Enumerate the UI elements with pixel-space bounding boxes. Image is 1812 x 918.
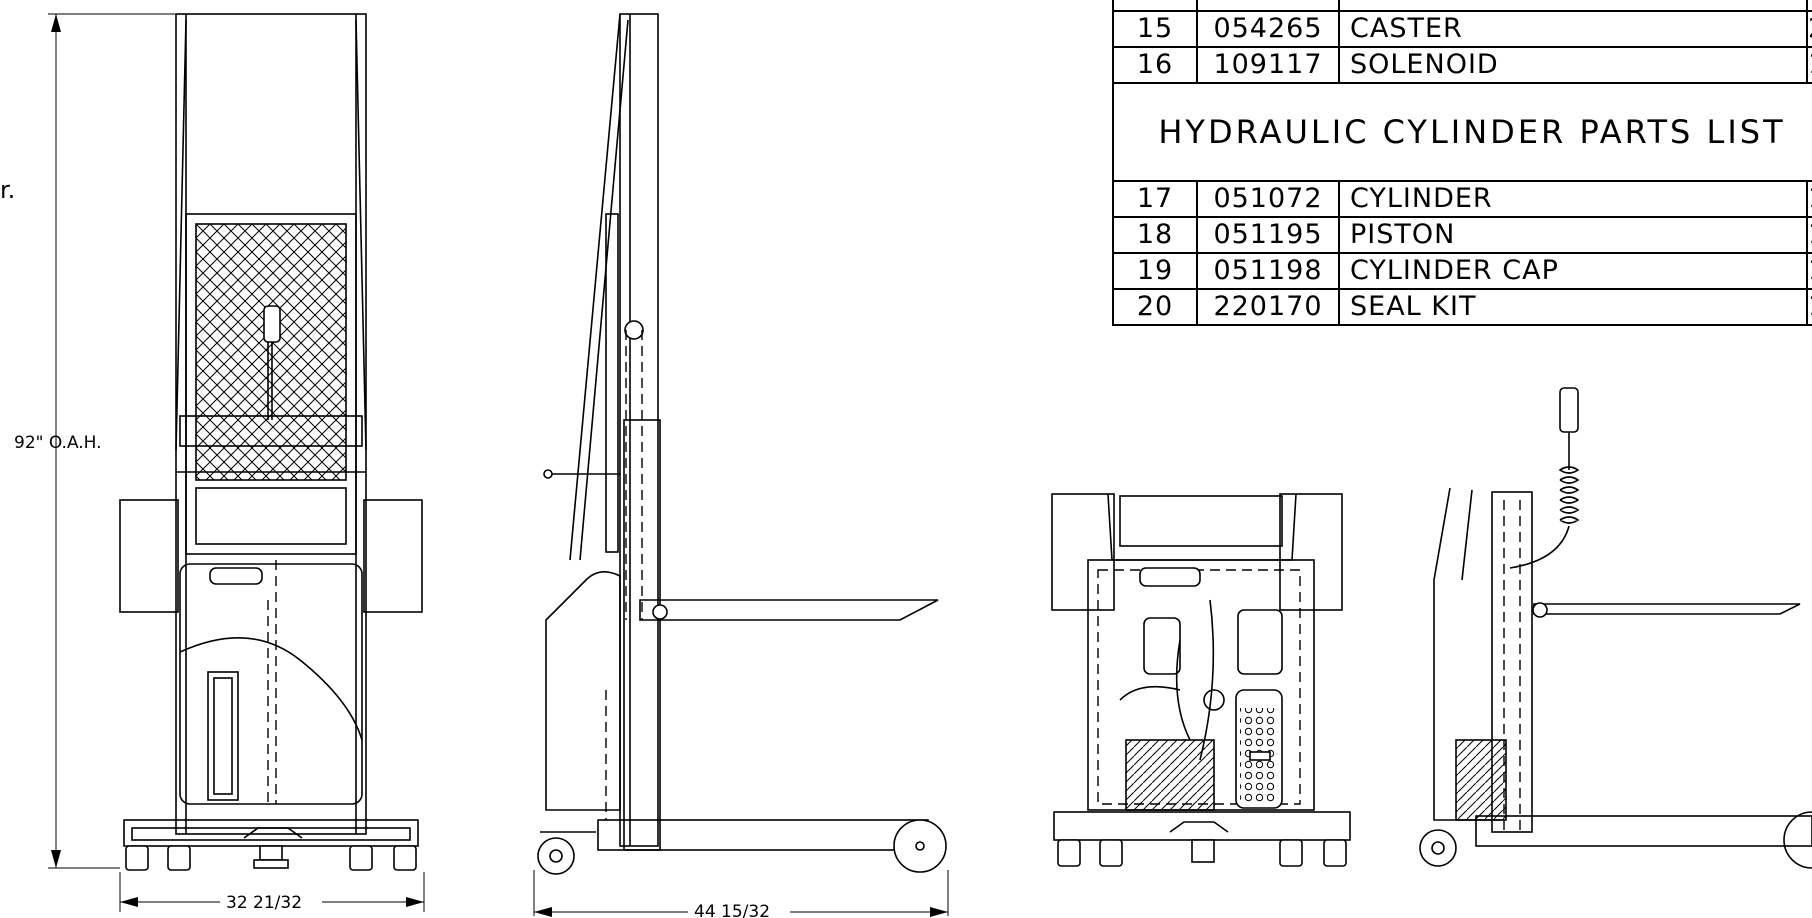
front-view: 92" O.A.H. — [14, 13, 425, 913]
counterweight-left — [1125, 739, 1215, 811]
item-number: 17 — [1112, 180, 1198, 218]
item-number: 18 — [1112, 216, 1198, 254]
part-description: CYLINDER — [1338, 180, 1808, 218]
safety-mesh — [195, 223, 347, 481]
part-number: 051198 — [1196, 252, 1340, 290]
width-dimension-label: 32 21/32 — [226, 893, 302, 913]
part-description: SEAL KIT — [1338, 288, 1808, 326]
part-qty: 1 — [1806, 180, 1812, 218]
part-description: PISTON — [1338, 216, 1808, 254]
item-number: 20 — [1112, 288, 1198, 326]
table-row: 15 054265 CASTER 2 — [1112, 10, 1812, 48]
side-detail-view — [1419, 387, 1812, 869]
part-number: 054265 — [1196, 10, 1340, 48]
table-row: 20 220170 SEAL KIT 1 — [1112, 288, 1812, 326]
table-title: HYDRAULIC CYLINDER PARTS LIST — [1112, 82, 1812, 182]
item-number: 15 — [1112, 10, 1198, 48]
table-row-partial — [1112, 0, 1812, 12]
part-number: 220170 — [1196, 288, 1340, 326]
part-description: CASTER — [1338, 10, 1808, 48]
part-qty: 1 — [1806, 216, 1812, 254]
truncated-note: r. — [0, 176, 16, 204]
height-dimension-label: 92" O.A.H. — [14, 433, 102, 453]
part-qty: 1 — [1806, 46, 1812, 84]
table-title-row: HYDRAULIC CYLINDER PARTS LIST — [1112, 82, 1812, 182]
table-row: 16 109117 SOLENOID 1 — [1112, 46, 1812, 84]
part-qty: 1 — [1806, 252, 1812, 290]
part-qty: 2 — [1806, 10, 1812, 48]
part-number: 051072 — [1196, 180, 1340, 218]
counterweight-right — [1455, 739, 1507, 821]
part-qty: 1 — [1806, 288, 1812, 326]
part-number: 109117 — [1196, 46, 1340, 84]
part-number: 051195 — [1196, 216, 1340, 254]
table-row: 19 051198 CYLINDER CAP 1 — [1112, 252, 1812, 290]
item-number: 16 — [1112, 46, 1198, 84]
item-number: 19 — [1112, 252, 1198, 290]
length-dimension-label: 44 15/32 — [694, 902, 770, 918]
part-description: CYLINDER CAP — [1338, 252, 1808, 290]
part-description: SOLENOID — [1338, 46, 1808, 84]
table-row: 18 051195 PISTON 1 — [1112, 216, 1812, 254]
side-view: 44 15/32 — [533, 13, 949, 918]
hydraulic-detail-view — [1051, 493, 1351, 867]
table-row: 17 051072 CYLINDER 1 — [1112, 180, 1812, 218]
parts-table: 15 054265 CASTER 2 16 109117 SOLENOID 1 … — [1112, 0, 1812, 326]
